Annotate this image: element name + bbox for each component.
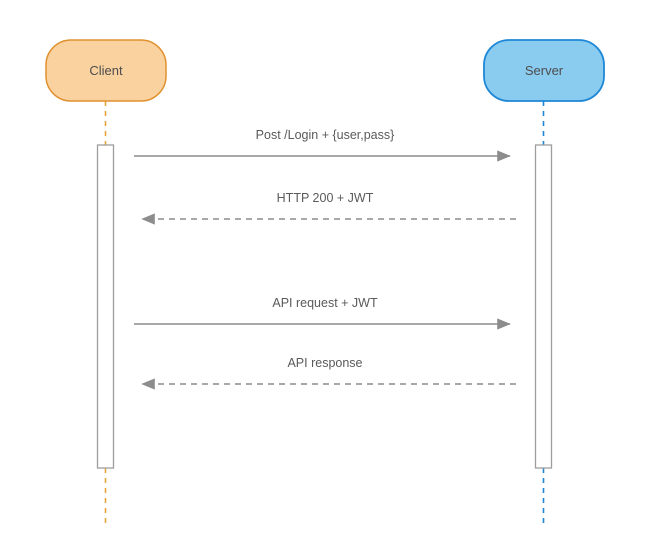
actor-label-client: Client <box>89 63 123 78</box>
actor-label-server: Server <box>525 63 564 78</box>
message-post-login[interactable]: Post /Login + {user,pass} <box>134 128 511 162</box>
actor-box-client[interactable] <box>45 39 167 102</box>
activation-bar-server <box>534 144 553 469</box>
message-label-post-login: Post /Login + {user,pass} <box>256 128 395 142</box>
actor-client[interactable]: Client <box>45 39 167 528</box>
message-api-response[interactable]: API response <box>141 356 516 390</box>
activation-bar-client <box>96 144 115 469</box>
message-label-api-request: API request + JWT <box>272 296 378 310</box>
message-api-request[interactable]: API request + JWT <box>134 296 511 330</box>
message-http-200-jwt[interactable]: HTTP 200 + JWT <box>141 191 516 225</box>
actor-server[interactable]: Server <box>483 39 605 528</box>
message-label-api-response: API response <box>287 356 362 370</box>
message-label-http-200-jwt: HTTP 200 + JWT <box>277 191 374 205</box>
actor-box-server[interactable] <box>483 39 605 102</box>
